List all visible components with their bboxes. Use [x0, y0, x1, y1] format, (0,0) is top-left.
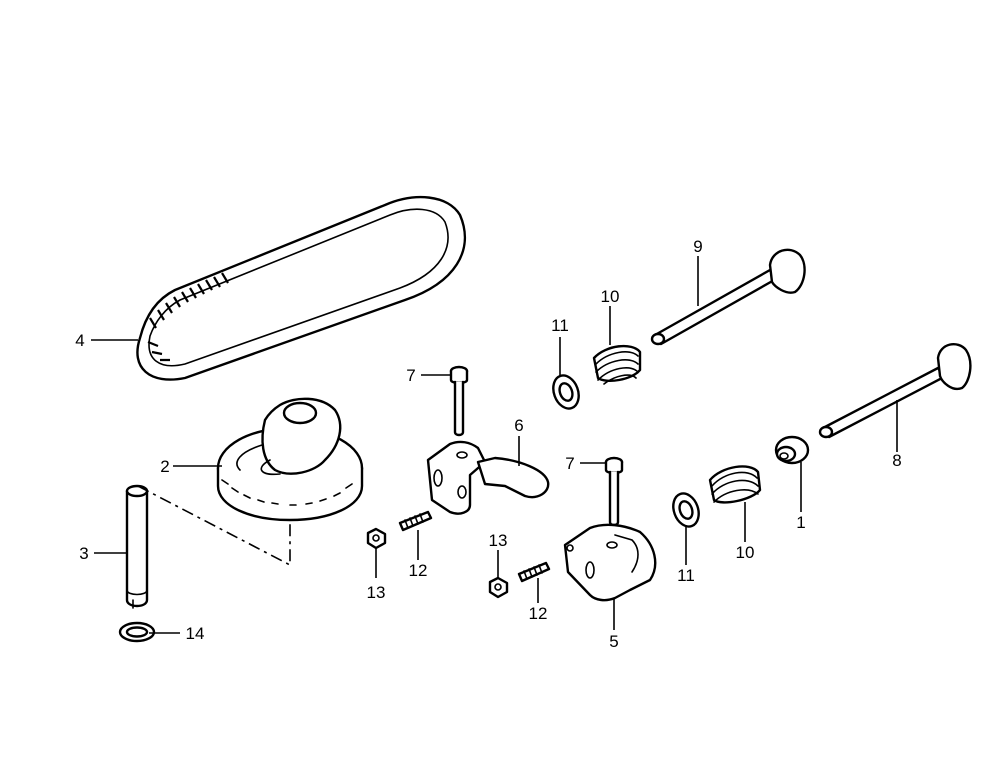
callout-4: 4 — [75, 331, 84, 350]
callout-11: 11 — [551, 316, 569, 335]
valve-spring-lower — [708, 465, 762, 504]
rocker-bolt-upper — [449, 365, 469, 437]
shaft — [125, 484, 149, 609]
callout-5: 5 — [609, 632, 618, 651]
valve-cap — [774, 435, 810, 465]
spring-retainer-lower — [672, 492, 700, 528]
callout-11: 11 — [677, 566, 695, 585]
callout-labels: 1 2 3 4 5 6 7 7 8 9 10 10 11 11 12 12 13… — [75, 237, 901, 651]
adjusting-screw-lower — [517, 561, 551, 583]
nut-lower — [488, 576, 509, 599]
rocker-bolt-lower — [604, 456, 624, 527]
rocker-arm-lower — [563, 523, 657, 602]
camshaft-gear — [216, 397, 364, 522]
callout-2: 2 — [160, 457, 169, 476]
valve-lower — [818, 342, 972, 439]
leader-lines — [91, 256, 898, 634]
callout-6: 6 — [514, 416, 523, 435]
callout-10: 10 — [736, 543, 755, 562]
callout-14: 14 — [186, 624, 205, 643]
callout-1: 1 — [796, 513, 805, 532]
callout-13: 13 — [489, 531, 508, 550]
callout-7: 7 — [406, 366, 415, 385]
valve-spring-upper — [592, 344, 642, 385]
rocker-arm-upper — [426, 440, 550, 515]
assembly-line — [137, 485, 291, 567]
callout-7: 7 — [565, 454, 574, 473]
valve-upper — [650, 248, 806, 346]
nut-upper — [366, 527, 387, 550]
callout-12: 12 — [409, 561, 428, 580]
callout-12: 12 — [529, 604, 548, 623]
adjusting-screw-upper — [398, 510, 433, 532]
callout-8: 8 — [892, 451, 901, 470]
timing-belt — [136, 195, 466, 381]
callout-13: 13 — [367, 583, 386, 602]
callout-10: 10 — [601, 287, 620, 306]
callout-9: 9 — [693, 237, 702, 256]
callout-3: 3 — [79, 544, 88, 563]
washer — [118, 621, 156, 643]
spring-retainer-upper — [552, 374, 580, 410]
